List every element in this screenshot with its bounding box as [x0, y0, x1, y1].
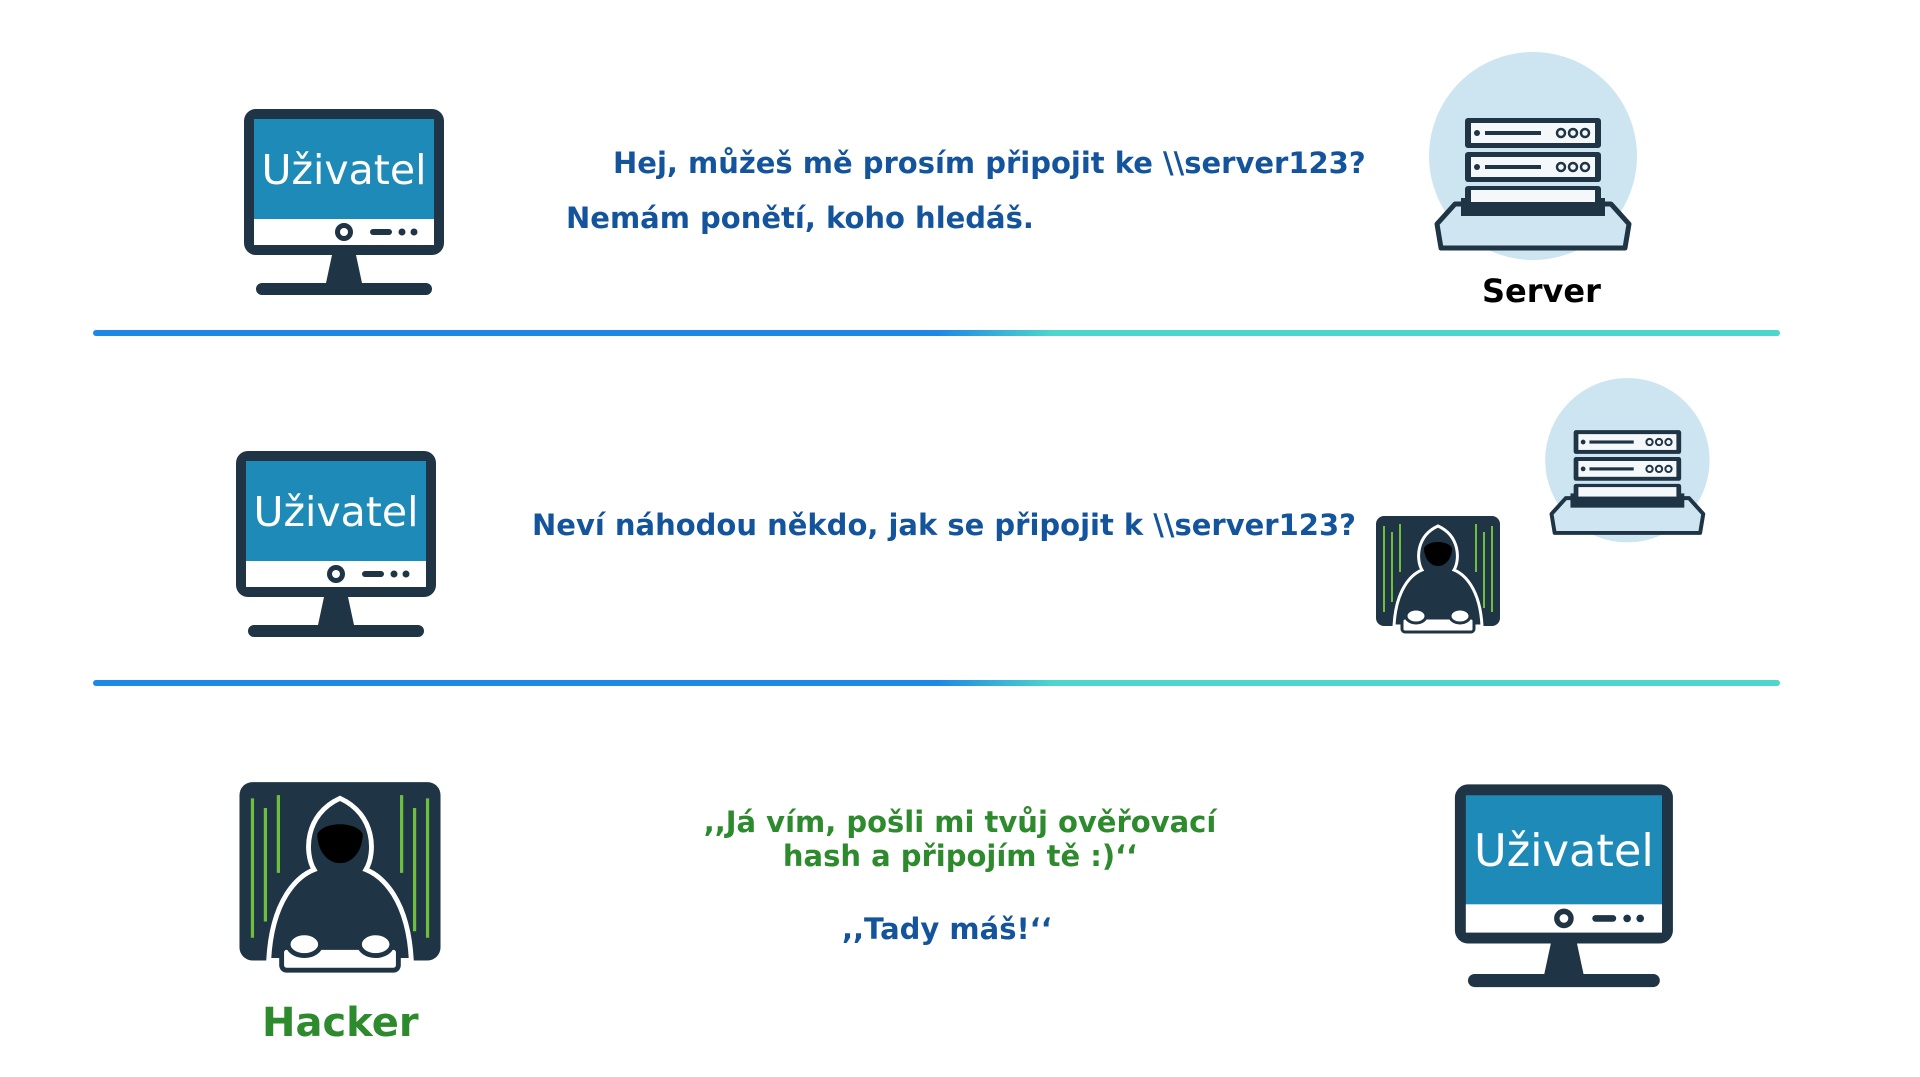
hacker-icon — [1376, 516, 1500, 634]
monitor-icon: Uživatel — [236, 451, 436, 637]
hacker-reply: ,,Já vím, pošli mi tvůj ověřovací hash a… — [703, 805, 1217, 873]
hacker-icon — [239, 782, 441, 973]
server-icon — [1429, 52, 1637, 260]
monitor-icon: Uživatel — [244, 109, 444, 295]
monitor-label: Uživatel — [261, 146, 426, 194]
monitor-icon: Uživatel — [1454, 784, 1673, 988]
user-question: Hej, můžeš mě prosím připojit ke \\serve… — [613, 146, 1366, 180]
user-broadcast-question: Neví náhodou někdo, jak se připojit k \\… — [532, 508, 1356, 542]
server-caption: Server — [1482, 272, 1601, 310]
divider-2 — [93, 680, 1780, 686]
user-reply: ,,Tady máš!‘‘ — [842, 912, 1052, 946]
monitor-label: Uživatel — [253, 488, 418, 536]
hacker-caption: Hacker — [262, 1000, 419, 1046]
divider-1 — [93, 330, 1780, 336]
monitor-label: Uživatel — [1474, 825, 1654, 877]
server-answer: Nemám ponětí, koho hledáš. — [566, 201, 1034, 235]
server-icon — [1545, 378, 1710, 543]
